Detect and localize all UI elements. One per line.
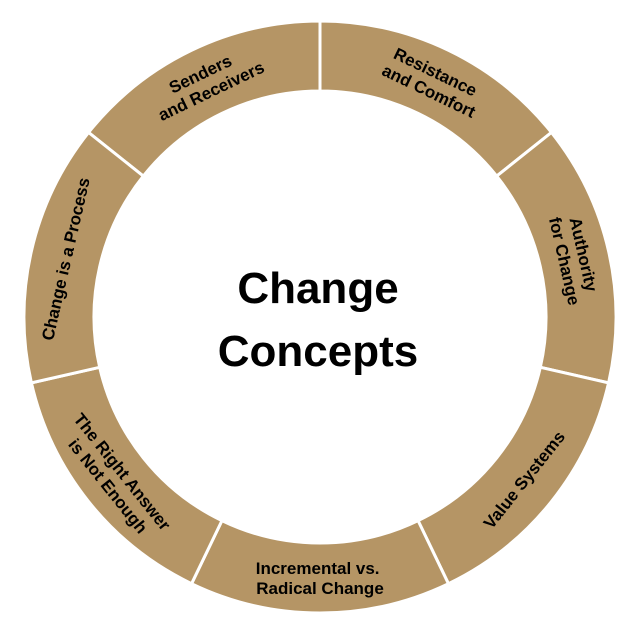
ring-segment-value-systems bbox=[416, 365, 611, 586]
center-title: Change Concepts bbox=[218, 264, 418, 376]
center-title-line-2: Concepts bbox=[218, 327, 418, 376]
segments-layer bbox=[22, 19, 618, 615]
segment-label-line: Incremental vs. bbox=[256, 559, 380, 578]
segment-label-incremental: Incremental vs. Radical Change bbox=[256, 559, 385, 598]
segment-label-line: Radical Change bbox=[256, 579, 384, 598]
ring-segment-process bbox=[22, 130, 146, 385]
center-title-line-1: Change bbox=[237, 264, 398, 313]
